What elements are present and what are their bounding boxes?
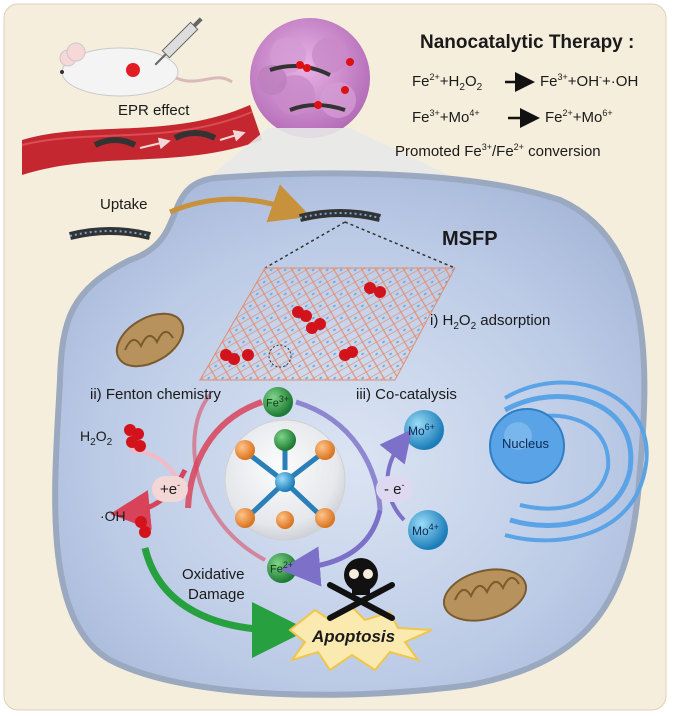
mitochondria-icon [442,568,528,622]
nanosheet-icon [69,209,381,240]
syringe-icon [154,17,203,66]
mo6-label: Mo6+ [408,422,435,438]
active-site-marker [268,344,292,368]
epr-label: EPR effect [118,102,190,119]
mo4-label: Mo4+ [412,522,439,538]
oxidative-damage-arrow [141,547,308,658]
equation-1: Fe2++H2O2 [412,72,483,93]
mo4-ion [408,510,448,550]
damage-label: Damage [188,586,245,603]
electron-loss-label: - e- [376,476,413,502]
hydroxyl-label: ·OH [100,508,126,524]
msfp-label: MSFP [442,228,498,250]
equation-3: Promoted Fe3+/Fe2+ conversion [395,142,601,160]
cocatalysis-arc [280,509,383,587]
h2o2-molecule-icon [220,282,386,365]
fenton-arc [185,399,263,509]
mitochondria-icon [115,312,185,368]
uptake-label: Uptake [100,196,148,213]
apoptosis-label: Apoptosis [312,627,396,646]
cocatalysis-label: iii) Co-catalysis [356,386,457,403]
catalyst-sphere [224,419,346,541]
hydroxyl-radical-icon [135,516,151,538]
h2o2-label: H2O2 [80,428,113,448]
blood-vessel [22,105,262,175]
equation-1-products: Fe3++OH-+·OH [540,72,639,90]
equation-2-products: Fe2++Mo6+ [545,108,613,126]
fe2-label: Fe2+ [270,560,294,576]
fe3-label: Fe3+ [266,394,290,410]
fe3-ion [263,387,293,417]
equation-2: Fe3++Mo4+ [412,108,480,126]
skull-crossbones-icon [327,558,395,621]
fenton-label: ii) Fenton chemistry [90,386,221,403]
therapy-title: Nanocatalytic Therapy : [420,32,635,53]
nanosheet-icon [93,130,217,148]
h2o2-molecule-icon [124,424,146,452]
oxidative-label: Oxidative [182,566,245,583]
uptake-arrow [169,184,311,223]
tumor-icon [250,18,370,138]
nucleus-label: Nucleus [502,436,549,451]
mo6-ion [404,410,444,450]
mouse-icon [59,42,233,97]
adsorption-label: i) H2O2 adsorption [430,312,551,332]
electron-gain-label: +e- [152,476,189,502]
nucleus-icon [489,380,649,543]
msfp-lattice [199,267,456,381]
